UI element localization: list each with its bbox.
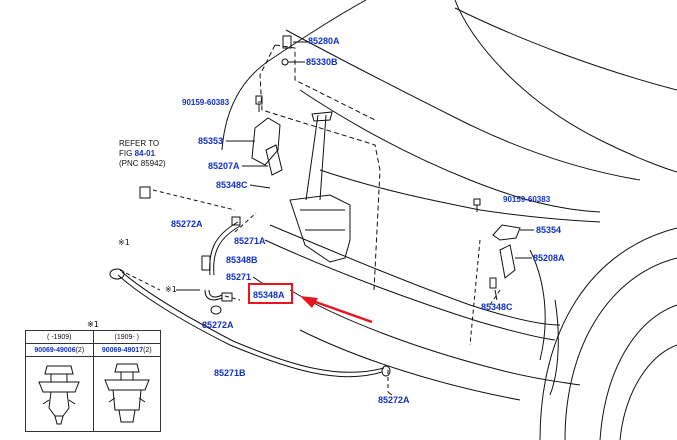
- body-roof-line: [454, 7, 677, 91]
- hose-short: [204, 289, 223, 301]
- clip-2-icon: [104, 363, 150, 423]
- marker-1-lower: ※1: [165, 285, 177, 294]
- body-fender-line: [319, 169, 601, 223]
- bumper-edge: [529, 249, 546, 361]
- bumper-mid: [264, 239, 556, 341]
- fitting-85348B: [201, 255, 211, 271]
- inset-col1-part-cell: 90069-49006(2): [25, 343, 94, 357]
- bumper-side: [549, 299, 559, 396]
- refer-line2: FIG 84-01: [119, 149, 166, 159]
- tire-arc: [619, 344, 677, 440]
- pump-85207A: [265, 144, 283, 176]
- bumper-lower: [289, 289, 581, 386]
- inset-col2-qty: (2): [143, 346, 152, 354]
- clip-right: [381, 365, 391, 377]
- part-label-85271A[interactable]: 85271A: [234, 236, 266, 246]
- part-label-85354[interactable]: 85354: [536, 225, 562, 235]
- part-label-85208A[interactable]: 85208A: [533, 253, 565, 263]
- hose-85271B-b: [121, 271, 385, 373]
- leader-85348C: [249, 184, 271, 189]
- grommet-85272A: [210, 305, 222, 315]
- part-label-90159-top[interactable]: 90159-60383: [182, 98, 230, 107]
- dashed-leader-2: [234, 212, 257, 233]
- part-label-85348C-left[interactable]: 85348C: [216, 180, 248, 190]
- inset-col2-part[interactable]: 90069-49017: [101, 346, 144, 354]
- refer-fig-link[interactable]: 84-01: [134, 149, 156, 158]
- inset-col1-header: ( -1909): [25, 330, 94, 344]
- part-label-85330B[interactable]: 85330B: [306, 57, 338, 67]
- inset-clip-drawing-1: [25, 356, 94, 432]
- washer-tank-inner: [300, 209, 345, 231]
- refer-line1: REFER TO: [119, 139, 160, 148]
- body-inner-panel: [299, 89, 601, 213]
- hose-85271B: [117, 274, 383, 378]
- fitting-85348C-r: [489, 277, 497, 289]
- dashed-leader-5: [489, 289, 501, 306]
- dashed-box-pump: [259, 44, 381, 291]
- hose-85271A-b: [213, 225, 241, 276]
- bumper-top: [269, 224, 561, 326]
- inset-col1-part[interactable]: 90069-49006: [34, 346, 76, 354]
- tank-filler-cap: [311, 111, 333, 122]
- clip-inset: ※1 ( -1909) (1909- ) 90069-49006(2) 9006…: [25, 320, 161, 436]
- inset-col2-part-cell: 90069-49017(2): [92, 343, 161, 357]
- part-label-85280A[interactable]: 85280A: [308, 36, 340, 46]
- body-outline-upper: [221, 0, 367, 151]
- bracket-85353: [251, 117, 281, 166]
- part-label-85348A[interactable]: 85348A: [253, 290, 285, 300]
- part-label-85348B[interactable]: 85348B: [226, 255, 258, 265]
- bracket-85208A: [499, 244, 516, 279]
- clip-left: [109, 268, 125, 280]
- inset-clip-drawing-2: [92, 356, 161, 432]
- highlight-arrow: [300, 296, 373, 324]
- hose-short-b: [208, 289, 223, 298]
- part-label-85272A-mid[interactable]: 85272A: [202, 320, 234, 330]
- check-valve: [231, 216, 241, 226]
- refer-note: REFER TO FIG 84-01 (PNC 85942): [119, 139, 166, 169]
- leader-85348C-r: [494, 289, 498, 301]
- tank-filler-neck: [305, 114, 327, 201]
- washer-85330B: [281, 58, 289, 66]
- part-label-85348C-right[interactable]: 85348C: [481, 302, 513, 312]
- part-label-85272A-bottom[interactable]: 85272A: [378, 395, 410, 405]
- inset-col1-qty: (2): [75, 346, 85, 354]
- clip-1-icon: [38, 365, 80, 425]
- fitting-85348A: [221, 292, 233, 302]
- cover-85354: [492, 224, 521, 241]
- dashed-box-pump2: [274, 44, 376, 121]
- washer-tank: [289, 194, 351, 263]
- inset-marker: ※1: [87, 320, 99, 329]
- marker-1-upper: ※1: [118, 238, 130, 247]
- refer-fig-prefix: FIG: [119, 149, 133, 158]
- leader-85272A-bot: [387, 391, 393, 396]
- nozzle-85280A: [282, 35, 292, 49]
- refer-pnc: (PNC 85942): [119, 159, 166, 168]
- body-hood-edge: [285, 29, 641, 181]
- dashed-leader-1: [152, 189, 236, 211]
- part-label-85271[interactable]: 85271: [226, 272, 252, 282]
- grommet-fig84: [139, 186, 151, 199]
- part-label-90159-right[interactable]: 90159-60383: [503, 195, 551, 204]
- part-label-85271B[interactable]: 85271B: [214, 368, 246, 378]
- highlight-box: [248, 283, 293, 304]
- inset-col2-header: (1909- ): [92, 330, 161, 344]
- wheel-arch-inner: [564, 257, 677, 440]
- body-outline-hood: [454, 0, 677, 173]
- part-label-85353[interactable]: 85353: [198, 136, 224, 146]
- bolt-90159: [255, 95, 263, 112]
- bolt-90159-r: [473, 198, 481, 212]
- part-label-85272A-upper[interactable]: 85272A: [171, 219, 203, 229]
- bumper-bottom: [299, 329, 521, 401]
- part-label-85207A[interactable]: 85207A: [208, 161, 240, 171]
- wheel-arch-outer: [539, 227, 677, 440]
- inset-table: ( -1909) (1909- ) 90069-49006(2) 90069-4…: [25, 330, 161, 432]
- dashed-leader-4: [469, 239, 481, 346]
- wheel-arch-inner2: [599, 304, 677, 440]
- dashed-leader-7: [119, 269, 161, 291]
